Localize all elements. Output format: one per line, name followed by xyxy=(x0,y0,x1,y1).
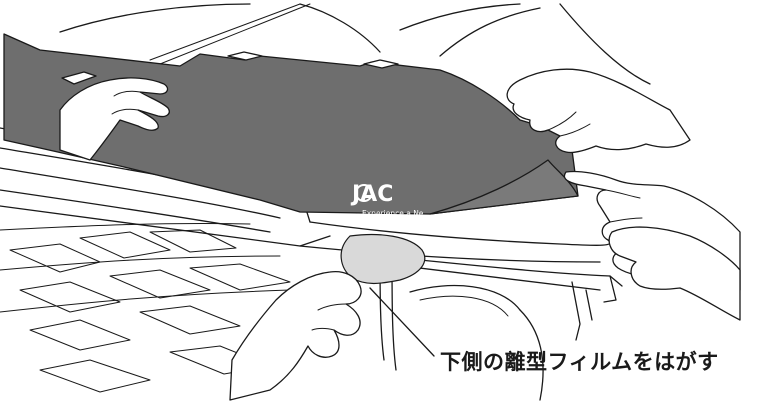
callout-label: 下側の離型フィルムをはがす xyxy=(440,350,719,374)
callout-leader-line xyxy=(369,287,435,357)
front-grille-bands xyxy=(0,127,623,371)
release-film xyxy=(340,233,426,285)
car-hood xyxy=(59,3,651,85)
left-hand-top xyxy=(59,77,170,161)
fog-light xyxy=(409,284,544,401)
decal-logo-mark xyxy=(355,184,373,202)
lower-hand xyxy=(229,270,362,401)
decal-tab xyxy=(363,59,399,69)
decal-tagline: Experience a Ne xyxy=(362,209,424,218)
decal-tab xyxy=(61,71,97,85)
right-hand-lower xyxy=(608,226,741,321)
right-hand-top xyxy=(506,68,691,154)
decal-tab xyxy=(227,51,263,61)
